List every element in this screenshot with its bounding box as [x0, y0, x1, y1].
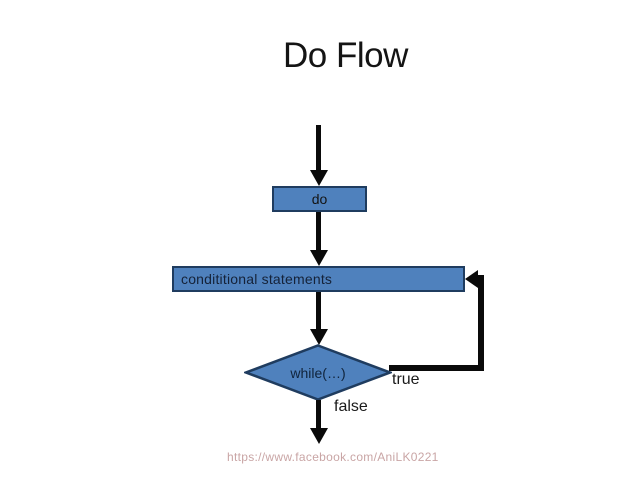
- arrow-left-icon: [465, 270, 478, 288]
- node-conditional-statements: condititional statements: [172, 266, 465, 292]
- node-do-label: do: [311, 191, 328, 207]
- true-loop-line-horizontal: [389, 365, 484, 371]
- false-exit-arrow-line: [316, 400, 321, 430]
- true-branch-label: true: [392, 371, 420, 388]
- node-while-label: while(…): [290, 364, 346, 381]
- arrow-down-icon: [310, 428, 328, 444]
- do-to-conditional-arrow-line: [316, 212, 321, 252]
- entry-arrow-line: [316, 125, 321, 172]
- arrow-down-icon: [310, 250, 328, 266]
- node-while-diamond: while(…): [244, 344, 392, 401]
- false-branch-label: false: [334, 398, 368, 415]
- page-title: Do Flow: [283, 36, 408, 75]
- arrow-down-icon: [310, 170, 328, 186]
- arrow-down-icon: [310, 329, 328, 345]
- node-do: do: [272, 186, 367, 212]
- conditional-to-while-arrow-line: [316, 292, 321, 330]
- node-conditional-statements-label: condititional statements: [181, 271, 333, 287]
- footer-url: https://www.facebook.com/AniLK0221: [227, 450, 439, 464]
- diamond-shape: [244, 344, 392, 401]
- true-loop-line-vertical: [478, 275, 484, 371]
